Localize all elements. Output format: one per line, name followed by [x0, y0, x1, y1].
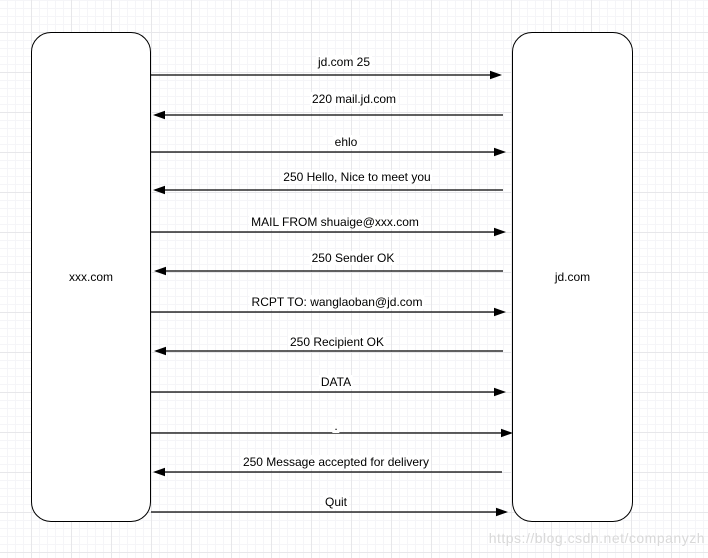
message-label-11: 250 Message accepted for delivery — [240, 455, 432, 469]
arrowhead-right-icon — [494, 387, 506, 397]
message-label-9: DATA — [318, 375, 354, 389]
arrowhead-right-icon — [496, 507, 508, 517]
message-label-1: jd.com 25 — [315, 55, 373, 69]
message-label-5: MAIL FROM shuaige@xxx.com — [249, 215, 421, 229]
actor-box-xxx-com: xxx.com — [31, 32, 151, 522]
message-arrow-8 — [154, 346, 503, 356]
actor-box-jd-com: jd.com — [512, 32, 633, 522]
message-arrow-3 — [151, 147, 506, 157]
arrowhead-left-icon — [153, 110, 165, 120]
message-label-8: 250 Recipient OK — [287, 335, 387, 349]
arrowhead-right-icon — [490, 70, 502, 80]
message-arrow-2 — [153, 110, 503, 120]
actor-label-xxx-com: xxx.com — [68, 270, 113, 284]
message-arrow-7 — [151, 307, 506, 317]
arrowhead-left-icon — [153, 467, 165, 477]
message-arrow-4 — [153, 185, 503, 195]
arrowhead-left-icon — [154, 346, 166, 356]
message-label-2: 220 mail.jd.com — [309, 92, 399, 106]
arrowhead-right-icon — [501, 428, 513, 438]
message-arrow-11 — [153, 467, 502, 477]
message-arrow-9 — [151, 387, 506, 397]
message-label-12: Quit — [322, 495, 350, 509]
arrowhead-right-icon — [494, 307, 506, 317]
message-arrow-1 — [151, 70, 502, 80]
actor-label-jd-com: jd.com — [554, 270, 591, 284]
arrowhead-left-icon — [153, 185, 165, 195]
message-arrow-12 — [151, 507, 508, 517]
message-label-7: RCPT TO: wanglaoban@jd.com — [249, 295, 425, 309]
message-arrow-5 — [151, 227, 506, 237]
csdn-watermark: https://blog.csdn.net/companyzh — [488, 530, 705, 546]
message-arrow-6 — [154, 266, 503, 276]
arrowhead-left-icon — [154, 266, 166, 276]
message-label-4: 250 Hello, Nice to meet you — [281, 170, 433, 184]
message-label-3: ehlo — [332, 135, 360, 149]
message-label-6: 250 Sender OK — [309, 251, 397, 265]
arrowhead-right-icon — [494, 227, 506, 237]
arrowhead-right-icon — [494, 147, 506, 157]
message-label-10: . — [332, 419, 340, 433]
message-arrow-10 — [151, 428, 513, 438]
